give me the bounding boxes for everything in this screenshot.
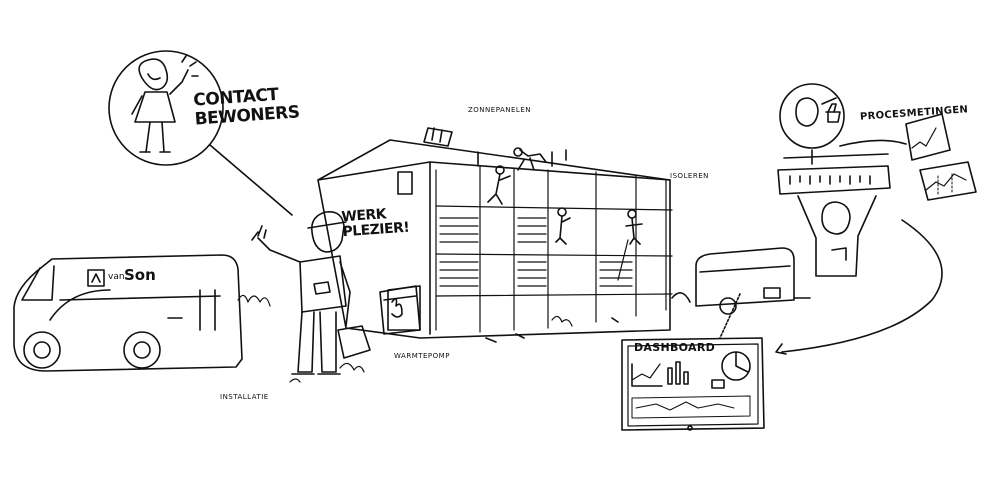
measuring-worker-icon [777,153,891,277]
isoleren-label: ISOLEREN [670,172,709,180]
trailer-icon [671,247,811,315]
dashboard-screen-icon [621,293,765,431]
van-icon [13,254,243,372]
heat-pump-icon [379,285,421,335]
arrow-head [775,343,787,355]
warmtepomp-label: WARMTEPOMP [394,352,450,360]
zonnepanelen-label: ZONNEPANELEN [468,106,531,114]
van-brand-small: van [108,272,125,282]
contact-label: CONTACT BEWONERS [193,84,300,130]
procesmetingen-bubble [779,83,845,165]
van-brand-large: Son [124,266,156,284]
dashboard-title: DASHBOARD [634,341,716,354]
installatie-label: INSTALLATIE [220,393,269,401]
contact-bubble [108,50,293,216]
woman-waving-icon [131,55,199,153]
building-scaffold-icon [317,127,673,343]
thumbs-up-icon [827,103,841,123]
werk-plezier-label: WERK PLEZIER! [341,206,410,240]
line-chart-icon [839,113,977,201]
flow-arrow [781,219,943,353]
